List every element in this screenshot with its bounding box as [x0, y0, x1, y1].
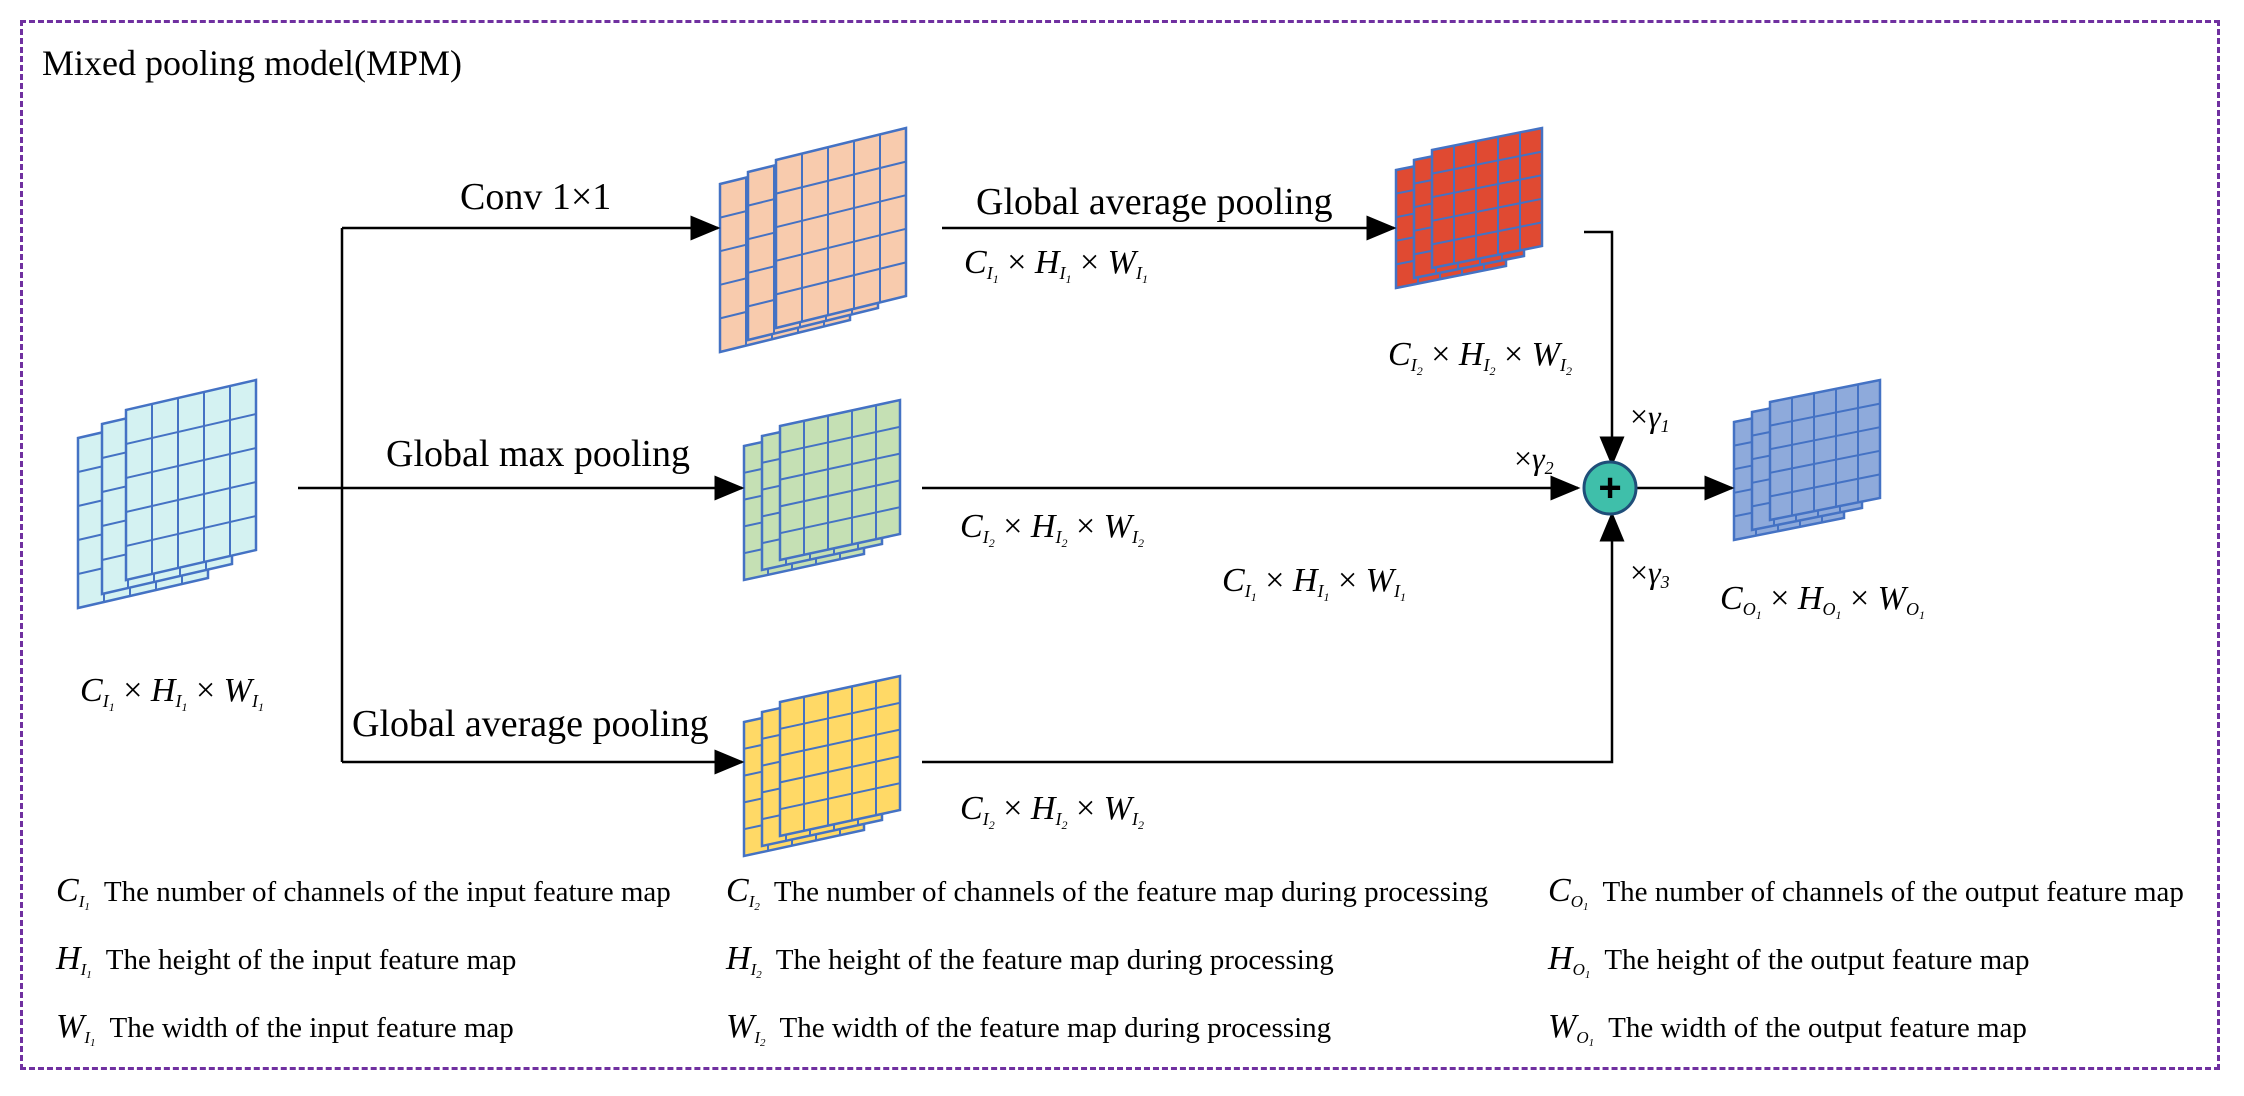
legend-text: The width of the output feature map [1608, 1012, 2027, 1044]
feature-map-layer [778, 398, 902, 562]
grid-line [779, 506, 901, 535]
gap-top-label: Global average pooling [976, 181, 1333, 223]
gap-top-feature-map [1394, 126, 1544, 290]
gamma-2-label: ×γ2 [1514, 440, 1554, 478]
legend-item: HI2 The height of the feature map during … [726, 940, 1334, 981]
grid-line [125, 447, 257, 479]
grid-line [125, 515, 257, 547]
legend-symbol: WI1 [56, 1008, 96, 1049]
gap-bottom-feature-map [742, 674, 902, 858]
grid-line [125, 481, 257, 513]
legend-text: The height of the feature map during pro… [775, 944, 1334, 976]
model-title: Mixed pooling model(MPM) [42, 43, 462, 83]
dim-middle: CI1 × HI1 × WI1 [1222, 562, 1406, 604]
grid-line [779, 425, 901, 454]
model-frame [20, 20, 2220, 1070]
legend-item: HI1 The height of the input feature map [56, 940, 516, 981]
feature-map-layer [1768, 378, 1882, 522]
grid-line [1431, 197, 1543, 222]
legend-symbol: WI2 [726, 1008, 766, 1049]
legend-text: The width of the feature map during proc… [779, 1012, 1332, 1044]
feature-map-layer [778, 674, 902, 838]
grid-line [125, 413, 257, 445]
grid-line [775, 194, 907, 229]
conv-feature-map [718, 126, 908, 354]
plus-sign: + [1598, 466, 1621, 510]
legend-item: CI2 The number of channels of the feature… [726, 872, 1488, 913]
input-feature-map [76, 378, 258, 610]
legend-text: The number of channels of the input feat… [103, 876, 671, 908]
plus-node: + [1582, 460, 1638, 516]
plus-circle [1582, 460, 1638, 516]
grid-line [1769, 426, 1881, 451]
legend-text: The height of the input feature map [105, 944, 517, 976]
legend-symbol: WO1 [1548, 1008, 1595, 1049]
legend-symbol: CI2 [726, 872, 760, 913]
grid-line [1431, 150, 1543, 175]
gamma-3-label: ×γ3 [1630, 554, 1670, 592]
gmp-feature-map [742, 398, 902, 582]
grid-line [1769, 473, 1881, 498]
legend-item: WO1 The width of the output feature map [1548, 1008, 2027, 1049]
legend-item: HO1 The height of the output feature map [1548, 940, 2030, 981]
grid-line [779, 782, 901, 811]
legend-text: The number of channels of the feature ma… [773, 876, 1489, 908]
dim-gap-bottom: CI2 × HI2 × WI2 [960, 790, 1144, 832]
output-feature-map [1732, 378, 1882, 542]
path-bottom-to-plus [922, 511, 1625, 764]
path-top-to-plus [1584, 230, 1625, 467]
feature-map-layer [1430, 126, 1544, 270]
dim-gmp: CI2 × HI2 × WI2 [960, 508, 1144, 550]
grid-line [775, 227, 907, 262]
feature-map-layer [124, 378, 258, 582]
dim-output: CO1 × HO1 × WO1 [1720, 580, 1925, 622]
gap-bottom-label: Global average pooling [352, 703, 709, 745]
grid-line [1769, 449, 1881, 474]
dim-conv: CI1 × HI1 × WI1 [964, 244, 1148, 286]
conv-label: Conv 1×1 [460, 176, 612, 218]
legend-item: WI1 The width of the input feature map [56, 1008, 514, 1049]
grid-line [779, 452, 901, 481]
legend-item: CI1 The number of channels of the input f… [56, 872, 671, 913]
legend-text: The number of channels of the output fea… [1602, 876, 2184, 908]
legend-symbol: CI1 [56, 872, 90, 913]
legend-text: The width of the input feature map [109, 1012, 514, 1044]
dim-input: CI1 × HI1 × WI1 [80, 672, 264, 714]
feature-map-layer [774, 126, 908, 330]
legend-symbol: HO1 [1548, 940, 1591, 981]
gamma-1-label: ×γ1 [1630, 398, 1670, 436]
legend-text: The height of the output feature map [1604, 944, 2030, 976]
legend-item: WI2 The width of the feature map during p… [726, 1008, 1331, 1049]
legend-item: CO1 The number of channels of the output … [1548, 872, 2184, 913]
dim-gap-top: CI2 × HI2 × WI2 [1388, 336, 1572, 378]
legend-symbol: CO1 [1548, 872, 1589, 913]
legend-symbol: HI2 [726, 940, 762, 981]
grid-line [1431, 221, 1543, 246]
grid-line [1431, 174, 1543, 199]
grid-line [779, 755, 901, 784]
grid-line [1769, 402, 1881, 427]
gmp-label: Global max pooling [386, 433, 690, 475]
grid-line [775, 160, 907, 195]
grid-line [779, 479, 901, 508]
grid-line [779, 728, 901, 757]
legend-symbol: HI1 [56, 940, 92, 981]
grid-line [775, 261, 907, 296]
grid-line [779, 701, 901, 730]
